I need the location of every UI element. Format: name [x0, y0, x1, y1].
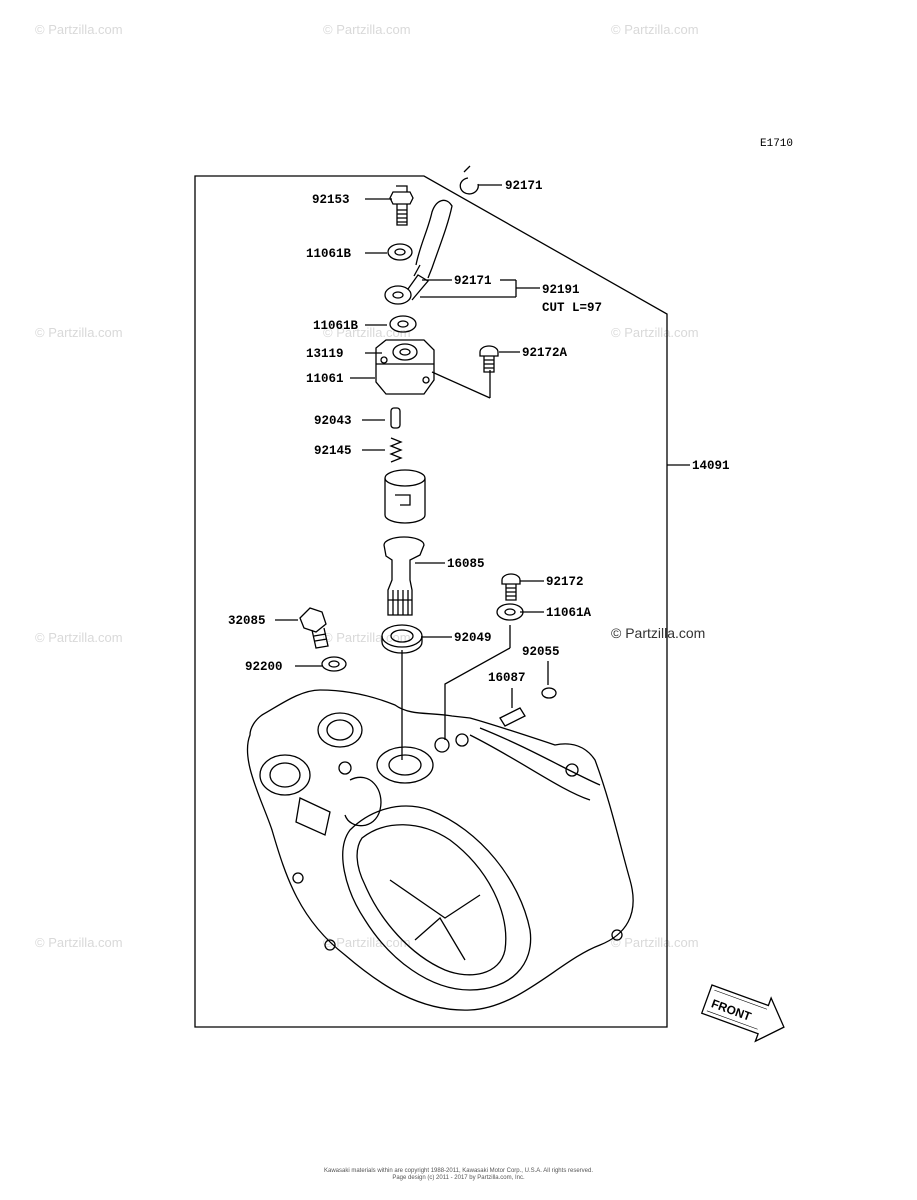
- washer-11061A: [496, 603, 524, 621]
- watermark: © Partzilla.com: [323, 22, 411, 37]
- copyright-footer: Kawasaki materials within are copyright …: [0, 1168, 917, 1182]
- partzilla-watermark: © Partzilla.com: [611, 625, 706, 641]
- screw-92172A: [479, 345, 499, 373]
- spring-92145: [389, 437, 403, 463]
- oil-seal-92049: [381, 624, 423, 648]
- pump-cover-13119: [375, 339, 435, 395]
- assembly-outline: [194, 175, 668, 1028]
- callout-92055[interactable]: 92055: [522, 645, 560, 659]
- pin-16087: [499, 707, 526, 727]
- callout-13119[interactable]: 13119: [306, 347, 344, 361]
- watermark: © Partzilla.com: [35, 22, 123, 37]
- watermark: © Partzilla.com: [611, 22, 699, 37]
- callout-92043[interactable]: 92043: [314, 414, 352, 428]
- callout-92049[interactable]: 92049: [454, 631, 492, 645]
- pump-shaft-16085: [383, 536, 425, 616]
- crankcase-cover: [246, 689, 634, 1011]
- copyright-line: Kawasaki materials within are copyright …: [323, 1168, 593, 1174]
- callout-11061[interactable]: 11061: [306, 372, 344, 386]
- callout-14091[interactable]: 14091: [692, 459, 730, 473]
- watermark: © Partzilla.com: [611, 935, 699, 950]
- callout-32085[interactable]: 32085: [228, 614, 266, 628]
- washer-92200: [321, 656, 347, 672]
- callout-92172[interactable]: 92172: [546, 575, 584, 589]
- copyright-line: Page design (c) 2011 - 2017 by Partzilla…: [392, 1175, 525, 1181]
- watermark: © Partzilla.com: [35, 325, 123, 340]
- watermark: © Partzilla.com: [323, 630, 411, 645]
- watermark: © Partzilla.com: [35, 935, 123, 950]
- fitting-32085: [299, 607, 329, 649]
- pump-plunger: [384, 469, 426, 524]
- callout-92191[interactable]: 92191: [542, 283, 580, 297]
- clamp-92171-top: [459, 165, 479, 195]
- washer-11061B-lower: [389, 315, 417, 333]
- callout-92171[interactable]: 92171: [454, 274, 492, 288]
- banjo-bolt-92153: [389, 185, 414, 226]
- callout-11061B[interactable]: 11061B: [313, 319, 359, 333]
- screw-92172: [501, 573, 521, 601]
- watermark: © Partzilla.com: [323, 325, 411, 340]
- front-arrow-icon: FRONT: [700, 984, 785, 1043]
- callout-92191-cut: CUT L=97: [542, 301, 603, 315]
- callout-11061A[interactable]: 11061A: [546, 606, 592, 620]
- callout-92172A[interactable]: 92172A: [522, 346, 568, 360]
- watermark: © Partzilla.com: [35, 630, 123, 645]
- callout-92200[interactable]: 92200: [245, 660, 283, 674]
- diagram-id: E1710: [760, 138, 794, 150]
- callout-92171[interactable]: 92171: [505, 179, 543, 193]
- oil-hose-92191: [413, 199, 453, 279]
- pin-92043: [390, 407, 401, 429]
- callout-92153[interactable]: 92153: [312, 193, 350, 207]
- callout-11061B[interactable]: 11061B: [306, 247, 352, 261]
- o-ring-92055: [541, 687, 557, 699]
- watermark: © Partzilla.com: [611, 325, 699, 340]
- watermark: © Partzilla.com: [323, 935, 411, 950]
- callout-92145[interactable]: 92145: [314, 444, 352, 458]
- callout-16085[interactable]: 16085: [447, 557, 485, 571]
- callout-16087[interactable]: 16087: [488, 671, 526, 685]
- washer-11061B-upper: [387, 243, 413, 261]
